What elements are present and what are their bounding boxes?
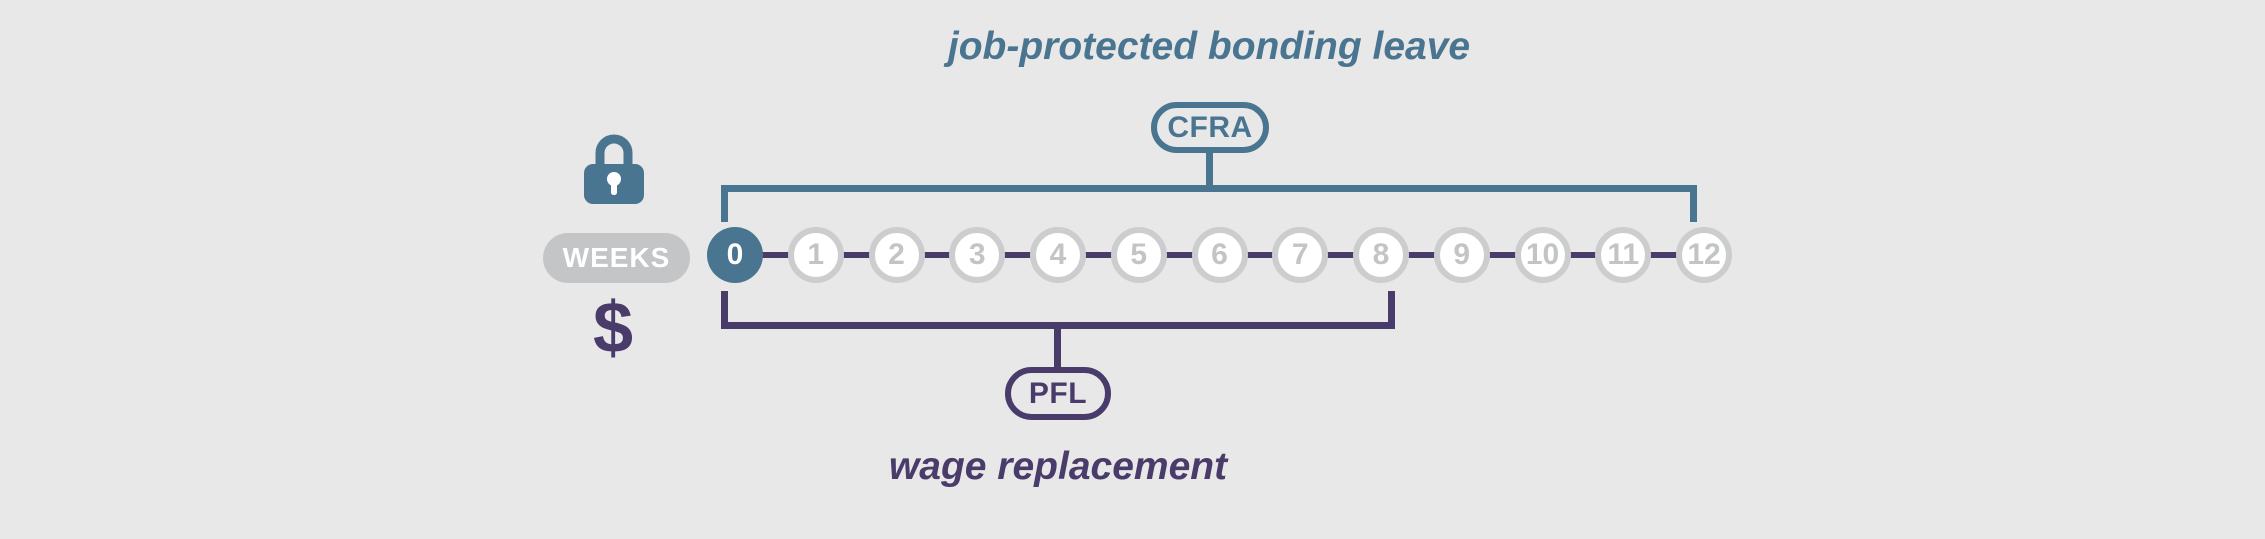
week-connector — [1245, 252, 1275, 258]
week-circle-5: 5 — [1110, 227, 1167, 283]
week-circle-11: 11 — [1595, 227, 1652, 283]
week-connector — [1326, 252, 1355, 258]
week-circle-3: 3 — [949, 227, 1006, 283]
cfra-bracket — [721, 185, 1697, 222]
cfra-badge: CFRA — [1151, 102, 1269, 153]
week-connector — [1568, 252, 1598, 258]
pfl-badge-label: PFL — [1028, 376, 1088, 410]
weeks-label-pill: WEEKS — [543, 233, 690, 283]
week-circle-12: 12 — [1676, 227, 1732, 283]
top-section-label: job-protected bonding leave — [947, 25, 1471, 68]
week-circle-0: 0 — [707, 227, 763, 283]
lock-icon — [584, 134, 644, 204]
week-circle-10: 10 — [1514, 227, 1571, 283]
pfl-badge: PFL — [1005, 367, 1111, 420]
week-connector — [922, 252, 952, 258]
pfl-bracket — [721, 291, 1395, 329]
cfra-badge-label: CFRA — [1167, 110, 1253, 144]
week-circle-9: 9 — [1433, 227, 1490, 283]
week-connector — [1164, 252, 1194, 258]
week-connector — [1084, 252, 1113, 258]
week-circle-4: 4 — [1030, 227, 1086, 283]
week-connector — [1487, 252, 1517, 258]
week-circle-1: 1 — [787, 227, 844, 283]
bottom-section-label: wage replacement — [888, 445, 1228, 488]
weeks-label: WEEKS — [562, 242, 671, 273]
week-connector — [1649, 252, 1678, 258]
week-circle-6: 6 — [1191, 227, 1248, 283]
week-circle-8: 8 — [1353, 227, 1409, 283]
dollar-sign-icon: $ — [592, 288, 634, 368]
week-circle-7: 7 — [1272, 227, 1329, 283]
pfl-badge-connector — [1054, 329, 1061, 367]
week-circle-2: 2 — [868, 227, 925, 283]
week-connector — [841, 252, 871, 258]
week-connector — [761, 252, 790, 258]
cfra-badge-connector — [1206, 151, 1213, 185]
week-connector — [1003, 252, 1032, 258]
week-connector — [1407, 252, 1436, 258]
